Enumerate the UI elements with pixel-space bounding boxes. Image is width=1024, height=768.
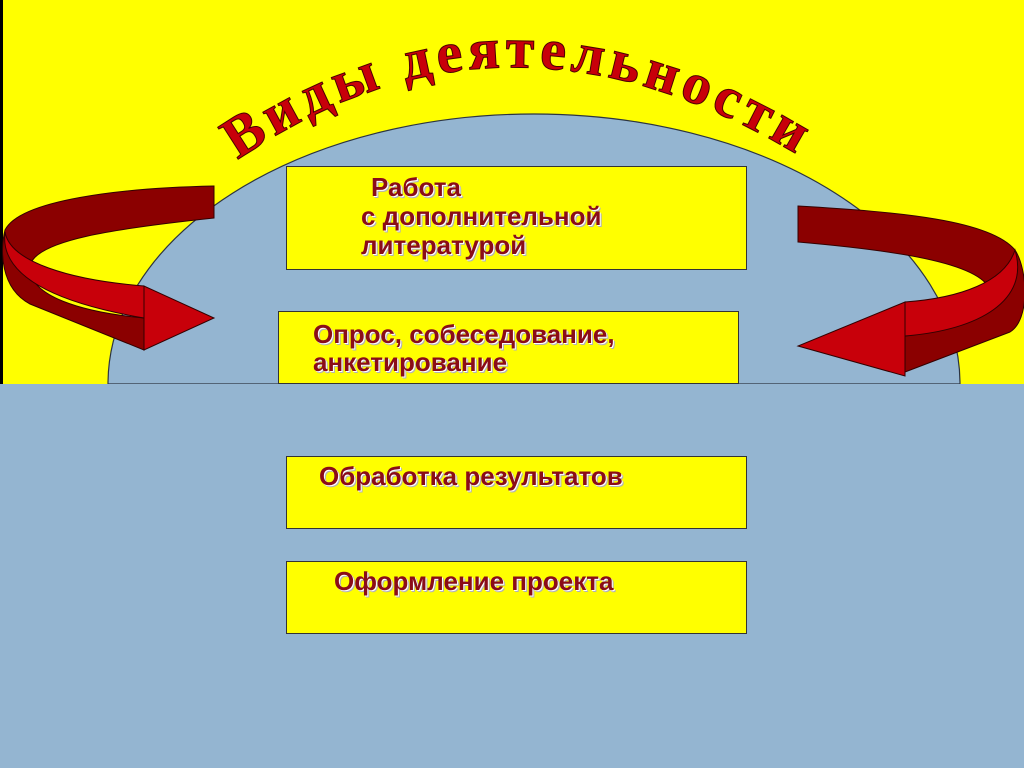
activity-box-survey: Опрос, собеседование, анкетирование (278, 311, 739, 384)
activity-label-line: Оформление проекта (334, 566, 614, 596)
activity-label-line: анкетирование (313, 347, 508, 377)
activity-label-line: Обработка результатов (319, 461, 623, 491)
activity-box-processing: Обработка результатов (286, 456, 747, 529)
activity-label-line: с дополнительной (361, 201, 602, 231)
activity-label-line: Опрос, собеседование, (313, 319, 615, 349)
background-border (0, 0, 3, 384)
activity-box-literature: Работа с дополнительной литературой (286, 166, 747, 270)
right-curved-arrow (796, 205, 1024, 377)
activity-label-line: Работа (371, 172, 461, 202)
activity-label-line: литературой (361, 230, 527, 260)
activity-box-design: Оформление проекта (286, 561, 747, 634)
left-curved-arrow (2, 185, 216, 351)
